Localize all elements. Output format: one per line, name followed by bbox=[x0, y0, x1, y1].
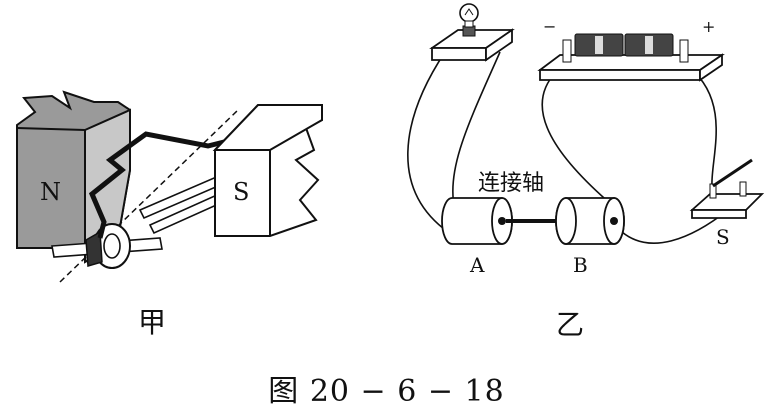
bulb-icon bbox=[459, 3, 479, 28]
motor-a bbox=[441, 197, 513, 245]
battery-board bbox=[537, 53, 725, 82]
shaft-label: 连接轴 bbox=[478, 171, 544, 196]
motor-a-label: A bbox=[469, 253, 485, 277]
bulb-board bbox=[429, 25, 515, 62]
coil bbox=[88, 131, 225, 239]
wires bbox=[407, 51, 729, 244]
motor-b-label: B bbox=[573, 253, 588, 277]
battery-icon bbox=[562, 33, 689, 63]
magnet-s: S bbox=[212, 104, 323, 237]
commutator bbox=[85, 223, 131, 269]
switch-label: S bbox=[716, 225, 730, 249]
sublabel-jia: 甲 bbox=[138, 306, 166, 339]
battery-minus-label: − bbox=[543, 17, 556, 36]
figure-jia: N S 甲 bbox=[16, 90, 323, 339]
switch-icon bbox=[689, 158, 765, 219]
battery-plus-label: + bbox=[702, 17, 715, 36]
motor-b bbox=[555, 197, 625, 245]
figure-caption: 图 20 − 6 − 18 bbox=[268, 374, 505, 409]
sublabel-yi: 乙 bbox=[556, 308, 584, 341]
magnet-n-label: N bbox=[40, 178, 61, 206]
figure-yi: − + S 连接轴 A B 乙 bbox=[407, 3, 765, 341]
magnet-s-label: S bbox=[233, 178, 249, 206]
